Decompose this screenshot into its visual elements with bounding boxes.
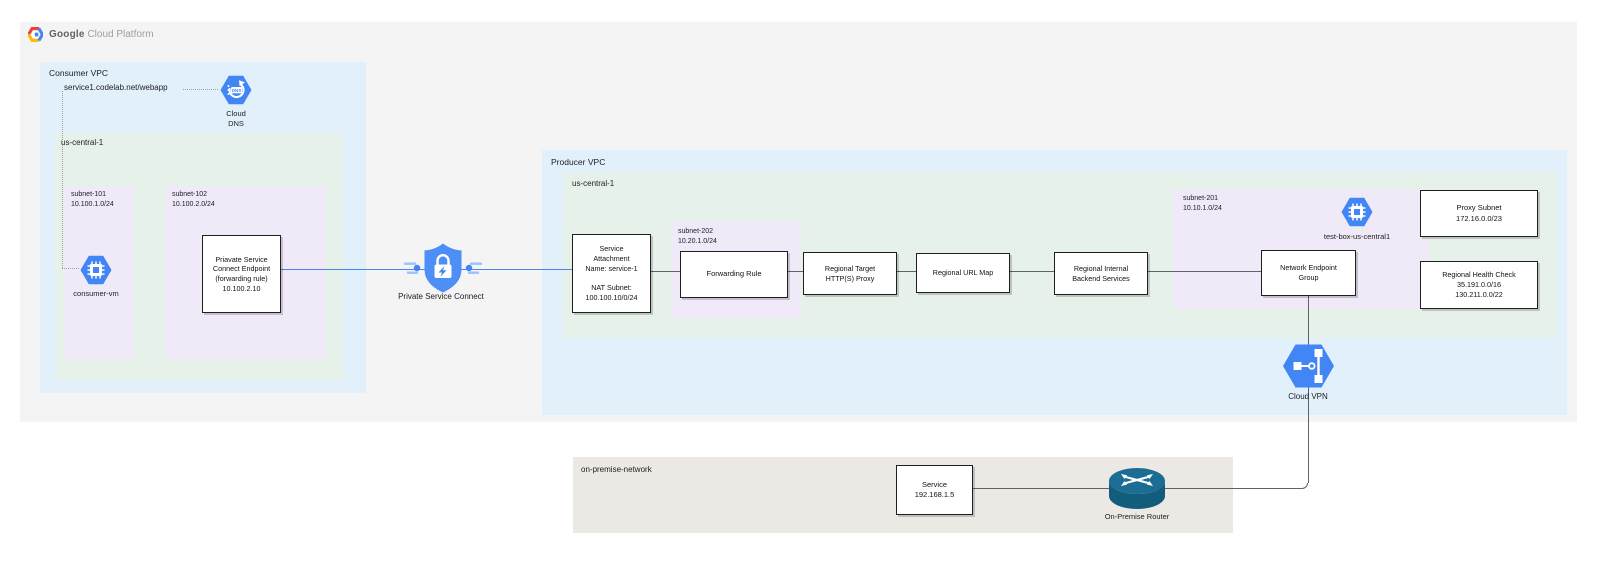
consumer-vm-label: consumer-vm (73, 289, 119, 298)
subnet-202-cidr: 10.20.1.0/24 (678, 238, 717, 245)
service-attachment-node: Service Attachment Name: service-1 NAT S… (572, 234, 651, 313)
consumer-vpc-label: Consumer VPC (49, 68, 109, 78)
cloud-dns-label: Cloud DNS (226, 109, 246, 128)
gcp-logo-hexagon-icon (28, 27, 43, 42)
logo-google-word: Google (49, 29, 85, 40)
cloud-vpn-label: Cloud VPN (1288, 392, 1328, 401)
dns-association-line-to-vm (62, 268, 79, 269)
subnet-101-name: subnet-101 (71, 191, 107, 198)
connector-proxy-to-urlmap (897, 271, 916, 272)
subnet-102-name: subnet-102 (172, 191, 208, 198)
network-endpoint-group-node: Network Endpoint Group (1261, 250, 1356, 296)
connector-urlmap-to-backend (1010, 271, 1054, 272)
forwarding-rule-node: Forwarding Rule (680, 251, 788, 298)
dns-association-line-vertical (62, 91, 63, 268)
cloud-vpn-icon (1281, 341, 1336, 391)
on-premise-router-label: On-Premise Router (1104, 512, 1170, 521)
subnet-101-cidr: 10.100.1.0/24 (71, 201, 114, 208)
connector-attachment-to-forwarding (651, 271, 680, 272)
subnet-201-cidr: 10.10.1.0/24 (1183, 205, 1222, 212)
subnet-102-cidr: 10.100.2.0/24 (172, 201, 215, 208)
backend-services-node: Regional Internal Backend Services (1054, 252, 1148, 295)
psc-endpoint-node: Priavate Service Connect Endpoint (forwa… (202, 235, 281, 313)
url-map-node: Regional URL Map (916, 253, 1010, 293)
on-premise-service-node: Service 192.168.1.5 (896, 465, 973, 515)
dns-association-line-to-dns (183, 89, 218, 90)
cloud-dns-icon: DNS (219, 73, 253, 107)
test-box-vm-label: test-box-us-central1 (1323, 232, 1391, 241)
private-service-connect-label: Private Service Connect (398, 292, 484, 301)
gcp-logo-text: Google Cloud Platform (49, 29, 154, 40)
private-service-connect-icon (400, 241, 486, 295)
connector-backend-to-neg (1148, 271, 1261, 272)
dns-record-text: service1.codelab.net/webapp (64, 83, 168, 92)
svg-text:DNS: DNS (232, 88, 241, 93)
proxy-subnet-node: Proxy Subnet 172.16.0.0/23 (1420, 190, 1538, 237)
target-proxy-node: Regional Target HTTP(S) Proxy (803, 252, 897, 295)
connector-forwarding-to-proxy (788, 271, 803, 272)
on-premise-network-label: on-premise-network (581, 465, 652, 474)
logo-cloud-platform-words: Cloud Platform (87, 29, 154, 40)
subnet-202-name: subnet-202 (678, 228, 714, 235)
connector-corner (1302, 483, 1308, 489)
health-check-node: Regional Health Check 35.191.0.0/16 130.… (1420, 261, 1538, 309)
consumer-region-label: us-central-1 (61, 138, 104, 147)
connector-neg-to-vpn-vertical (1308, 296, 1309, 483)
producer-vpc-label: Producer VPC (551, 157, 606, 167)
gcp-logo: Google Cloud Platform (28, 27, 154, 42)
subnet-201-name: subnet-201 (1183, 195, 1219, 202)
test-box-vm-icon (1340, 195, 1374, 229)
on-premise-router-icon (1108, 467, 1166, 513)
consumer-vm-icon (79, 253, 113, 287)
producer-region-label: us-central-1 (572, 179, 615, 188)
